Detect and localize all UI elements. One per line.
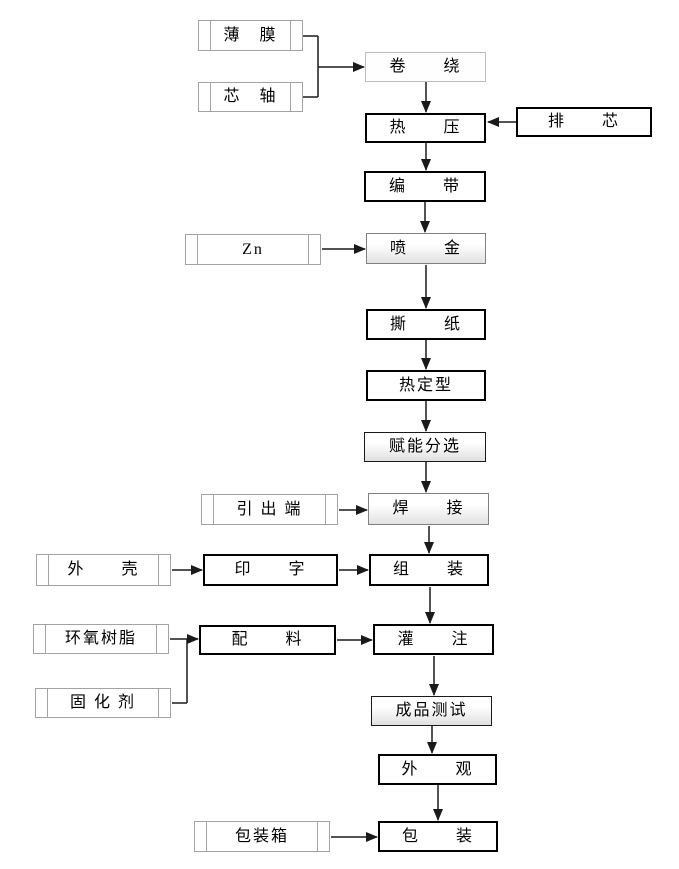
node-label: 撕 纸 <box>389 315 462 333</box>
node-label: 固 化 剂 <box>69 694 136 711</box>
node-label: 喷 金 <box>389 239 462 257</box>
process-energize-sort: 赋能分选 <box>364 432 486 462</box>
input-packing-box: 包装箱 <box>194 821 330 852</box>
node-label: 热定型 <box>398 376 453 394</box>
process-printing: 印 字 <box>203 554 338 586</box>
node-label: 薄 膜 <box>223 26 278 44</box>
node-label: 引 出 端 <box>236 500 303 518</box>
process-compounding: 配 料 <box>199 625 336 655</box>
node-label: 热 压 <box>389 119 462 136</box>
process-packing: 包 装 <box>378 821 498 852</box>
input-mandrel: 芯 轴 <box>198 82 303 112</box>
node-label: 编 带 <box>388 177 461 195</box>
node-label: 配 料 <box>231 631 304 648</box>
node-label: Zn <box>242 240 264 258</box>
process-metal-spray: 喷 金 <box>366 233 486 264</box>
node-label: 包 装 <box>401 827 474 845</box>
process-final-test: 成品测试 <box>371 696 492 726</box>
process-winding: 卷 绕 <box>365 52 486 82</box>
input-epoxy-resin: 环氧树脂 <box>33 624 169 654</box>
process-welding: 焊 接 <box>368 493 489 525</box>
node-label: 焊 接 <box>392 500 465 517</box>
node-label: 组 装 <box>392 561 465 578</box>
input-casing: 外 壳 <box>36 554 171 586</box>
process-paper-tear: 撕 纸 <box>366 309 486 340</box>
node-label: 印 字 <box>234 561 307 578</box>
input-lead-terminal: 引 出 端 <box>201 494 338 525</box>
process-hot-press: 热 压 <box>365 113 486 143</box>
input-film: 薄 膜 <box>198 20 303 51</box>
node-label: 外 观 <box>401 760 474 778</box>
node-label: 芯 轴 <box>223 88 278 105</box>
node-label: 环氧树脂 <box>64 630 137 647</box>
node-label: 排 芯 <box>547 113 620 130</box>
node-label: 外 壳 <box>67 561 140 578</box>
process-taping: 编 带 <box>364 171 486 202</box>
process-potting: 灌 注 <box>373 624 494 655</box>
process-core-arranging: 排 芯 <box>516 107 652 137</box>
node-label: 包装箱 <box>234 827 289 845</box>
node-label: 成品测试 <box>395 702 468 719</box>
node-label: 赋能分选 <box>388 438 461 455</box>
input-zinc: Zn <box>185 234 321 265</box>
process-heat-setting: 热定型 <box>366 370 486 401</box>
input-curing-agent: 固 化 剂 <box>35 688 171 718</box>
process-assembly: 组 装 <box>369 554 489 586</box>
process-appearance: 外 观 <box>378 754 497 785</box>
node-label: 卷 绕 <box>389 58 462 75</box>
node-label: 灌 注 <box>397 630 470 648</box>
